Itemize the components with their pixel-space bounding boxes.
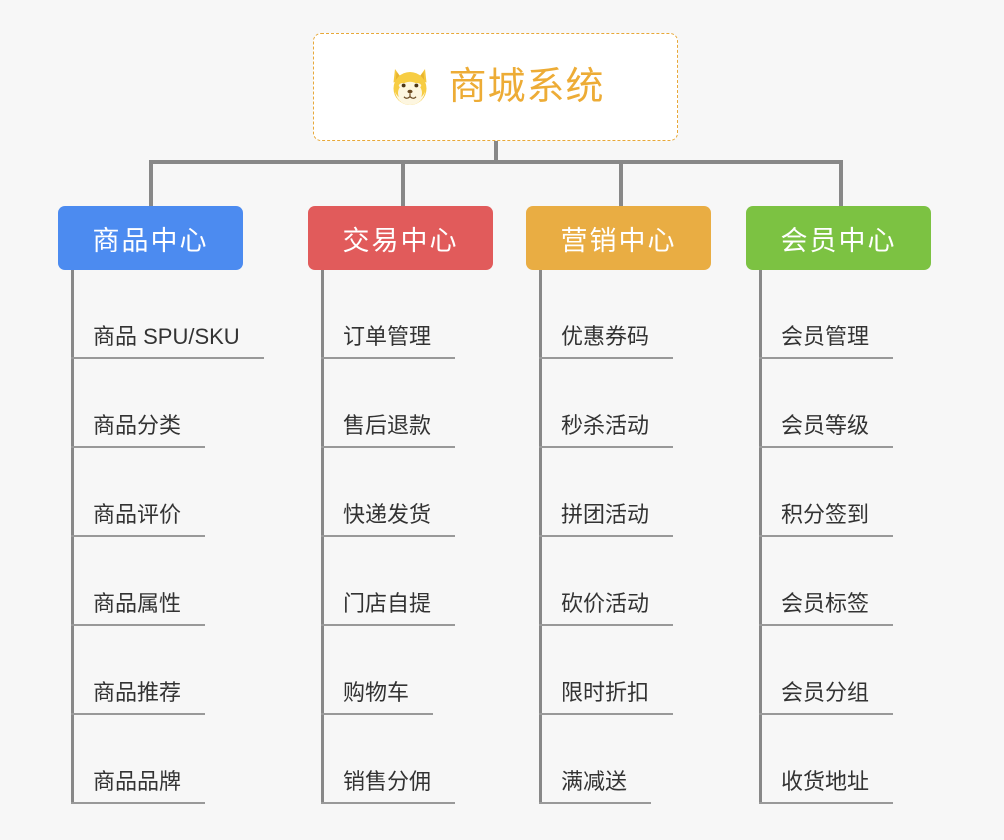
leaf-connector: [539, 357, 561, 359]
leaf-label: 砍价活动: [561, 593, 674, 626]
leaf-connector: [759, 535, 781, 537]
leaf-connector: [321, 535, 343, 537]
connector-horizontal-bus: [149, 160, 841, 164]
leaf-label: 优惠券码: [561, 326, 674, 359]
branch-items-1: 商品 SPU/SKU 商品分类商品评价商品属性商品推荐商品品牌: [71, 270, 264, 804]
branch-3: 营销中心优惠券码秒杀活动拼团活动砍价活动限时折扣满减送: [526, 206, 711, 804]
connector-drop-3: [619, 160, 623, 206]
leaf-connector: [539, 713, 561, 715]
leaf-connector: [321, 446, 343, 448]
leaf-connector: [539, 624, 561, 626]
branch-items-4: 会员管理会员等级积分签到会员标签会员分组收货地址: [759, 270, 931, 804]
leaf-connector: [71, 446, 93, 448]
leaf-connector: [759, 802, 781, 804]
leaf-label: 会员管理: [781, 326, 894, 359]
leaf-connector: [71, 535, 93, 537]
branch-spine-3: [539, 270, 542, 804]
leaf-connector: [759, 624, 781, 626]
leaf-item[interactable]: 会员管理: [759, 270, 931, 359]
leaf-item[interactable]: 商品分类: [71, 359, 243, 448]
leaf-label: 快递发货: [343, 504, 456, 537]
branch-items-3: 优惠券码秒杀活动拼团活动砍价活动限时折扣满减送: [539, 270, 711, 804]
connector-drop-2: [401, 160, 405, 206]
leaf-item[interactable]: 门店自提: [321, 537, 493, 626]
leaf-label: 商品评价: [93, 504, 206, 537]
branch-spine-4: [759, 270, 762, 804]
branch-2: 交易中心订单管理售后退款快递发货门店自提购物车销售分佣: [308, 206, 493, 804]
leaf-label: 会员分组: [781, 682, 894, 715]
leaf-connector: [759, 713, 781, 715]
leaf-item[interactable]: 商品属性: [71, 537, 243, 626]
leaf-label: 秒杀活动: [561, 415, 674, 448]
leaf-label: 商品推荐: [93, 682, 206, 715]
leaf-connector: [759, 446, 781, 448]
leaf-connector: [539, 535, 561, 537]
leaf-item[interactable]: 商品评价: [71, 448, 243, 537]
branch-header-3[interactable]: 营销中心: [526, 206, 711, 270]
leaf-item[interactable]: 砍价活动: [539, 537, 711, 626]
leaf-item[interactable]: 积分签到: [759, 448, 931, 537]
branch-items-2: 订单管理售后退款快递发货门店自提购物车销售分佣: [321, 270, 493, 804]
leaf-label: 商品属性: [93, 593, 206, 626]
leaf-item[interactable]: 优惠券码: [539, 270, 711, 359]
leaf-label: 收货地址: [781, 771, 894, 804]
leaf-label: 商品分类: [93, 415, 206, 448]
leaf-label: 售后退款: [343, 415, 456, 448]
leaf-label: 门店自提: [343, 593, 456, 626]
leaf-item[interactable]: 订单管理: [321, 270, 493, 359]
leaf-connector: [71, 713, 93, 715]
branch-header-1[interactable]: 商品中心: [58, 206, 243, 270]
leaf-connector: [321, 357, 343, 359]
leaf-item[interactable]: 商品 SPU/SKU: [71, 270, 264, 359]
leaf-connector: [539, 446, 561, 448]
branch-4: 会员中心会员管理会员等级积分签到会员标签会员分组收货地址: [746, 206, 931, 804]
leaf-label: 购物车: [343, 682, 434, 715]
leaf-label: 会员标签: [781, 593, 894, 626]
leaf-item[interactable]: 购物车: [321, 626, 493, 715]
leaf-item[interactable]: 快递发货: [321, 448, 493, 537]
leaf-connector: [759, 357, 781, 359]
leaf-item[interactable]: 商品推荐: [71, 626, 243, 715]
leaf-connector: [321, 713, 343, 715]
leaf-label: 会员等级: [781, 415, 894, 448]
leaf-item[interactable]: 限时折扣: [539, 626, 711, 715]
connector-drop-1: [149, 160, 153, 206]
leaf-label: 销售分佣: [343, 771, 456, 804]
connector-root-stem: [494, 141, 498, 163]
root-title: 商城系统: [448, 66, 605, 108]
leaf-item[interactable]: 满减送: [539, 715, 711, 804]
leaf-connector: [321, 802, 343, 804]
shiba-dog-face-icon: [386, 63, 434, 111]
branch-spine-2: [321, 270, 324, 804]
leaf-connector: [71, 802, 93, 804]
leaf-item[interactable]: 收货地址: [759, 715, 931, 804]
branch-spine-1: [71, 270, 74, 804]
leaf-item[interactable]: 拼团活动: [539, 448, 711, 537]
leaf-connector: [71, 357, 93, 359]
branch-header-2[interactable]: 交易中心: [308, 206, 493, 270]
leaf-label: 拼团活动: [561, 504, 674, 537]
leaf-connector: [71, 624, 93, 626]
leaf-label: 限时折扣: [561, 682, 674, 715]
leaf-label: 商品品牌: [93, 771, 206, 804]
leaf-label: 积分签到: [781, 504, 894, 537]
leaf-label: 满减送: [561, 771, 652, 804]
leaf-label: 订单管理: [343, 326, 456, 359]
leaf-item[interactable]: 会员标签: [759, 537, 931, 626]
connector-drop-4: [839, 160, 843, 206]
leaf-item[interactable]: 销售分佣: [321, 715, 493, 804]
branch-1: 商品中心商品 SPU/SKU 商品分类商品评价商品属性商品推荐商品品牌: [58, 206, 264, 804]
leaf-item[interactable]: 会员等级: [759, 359, 931, 448]
leaf-label: 商品 SPU/SKU: [93, 326, 264, 359]
leaf-item[interactable]: 秒杀活动: [539, 359, 711, 448]
leaf-item[interactable]: 商品品牌: [71, 715, 243, 804]
leaf-item[interactable]: 会员分组: [759, 626, 931, 715]
leaf-connector: [321, 624, 343, 626]
root-node[interactable]: 商城系统: [313, 33, 678, 141]
leaf-item[interactable]: 售后退款: [321, 359, 493, 448]
leaf-connector: [539, 802, 561, 804]
branch-header-4[interactable]: 会员中心: [746, 206, 931, 270]
